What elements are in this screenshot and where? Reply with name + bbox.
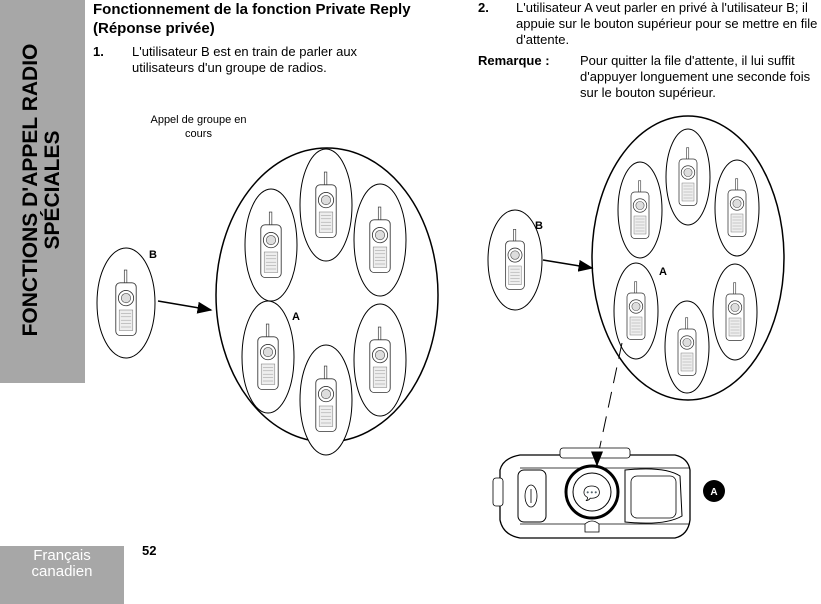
- step-number: 2.: [478, 0, 489, 15]
- chapter-tab: FONCTIONS D'APPEL RADIO SPÉCIALES: [0, 0, 85, 383]
- callout-badge: [703, 480, 725, 502]
- step-number: 1.: [93, 44, 104, 59]
- label-a: A: [659, 266, 667, 278]
- talk-bubbles-icon: 💬: [583, 485, 601, 502]
- figure1-group-call: B A: [96, 147, 439, 456]
- label-b: B: [535, 220, 543, 232]
- figure2-private-reply: B A 💬 A: [487, 115, 785, 539]
- step-text: L'utilisateur A veut parler en privé à l…: [516, 0, 818, 47]
- language-tab: Français canadien: [0, 546, 124, 604]
- note-label: Remarque :: [478, 53, 550, 68]
- note-text: Pour quitter la file d'attente, il lui s…: [580, 53, 811, 100]
- radio-top-view: 💬: [492, 447, 691, 539]
- page-number: 52: [142, 543, 157, 558]
- section-heading: Fonctionnement de la fonction Private Re…: [93, 1, 411, 37]
- figure1-caption: Appel de groupe en cours: [150, 114, 247, 140]
- label-b: B: [149, 249, 157, 261]
- language-label: Français canadien: [31, 547, 93, 580]
- label-a: A: [292, 311, 300, 323]
- step-text: L'utilisateur B est en train de parler a…: [132, 44, 358, 75]
- callout-a: A: [710, 487, 717, 498]
